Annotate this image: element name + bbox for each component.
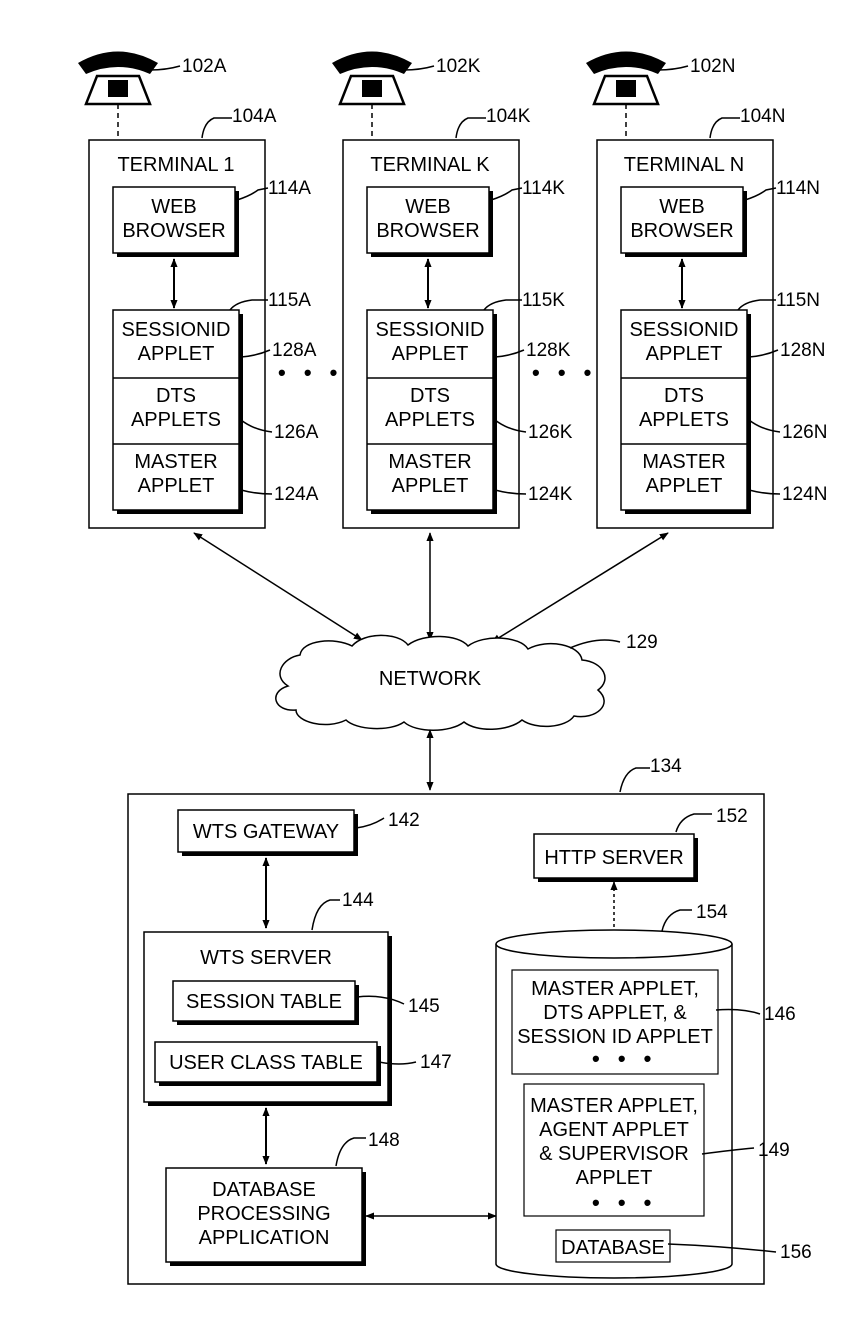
user-class-table-label: USER CLASS TABLE	[169, 1052, 363, 1074]
session-table-ref: 145	[408, 996, 440, 1017]
applet-group-2-ref: 149	[758, 1140, 790, 1161]
server-system-ref: 134	[650, 756, 682, 777]
applet-group-2-ellipsis: • • •	[592, 1190, 657, 1215]
sessionid-applet-ref: 128A	[272, 340, 317, 361]
network-label: NETWORK	[379, 668, 482, 690]
terminal-ref: 104A	[232, 106, 277, 127]
dts-applets-ref: 126N	[782, 422, 827, 443]
database-processing-ref: 148	[368, 1130, 400, 1151]
dts-applets-ref: 126A	[274, 422, 319, 443]
sessionid-applet-ref: 128K	[526, 340, 571, 361]
terminal-k-group: 102K 104K TERMINAL K WEBBROWSER 114K 115…	[332, 52, 573, 529]
terminal-n-network-arrow	[492, 533, 668, 642]
terminal-ref: 104N	[740, 106, 785, 127]
web-browser-ref: 114N	[776, 178, 820, 199]
http-server-label: HTTP SERVER	[544, 847, 683, 869]
applet-group-1-ref: 146	[764, 1004, 796, 1025]
database-ref: 156	[780, 1242, 812, 1263]
terminal-n-group: 102N 104N TERMINAL N WEBBROWSER 114N 115…	[586, 52, 827, 529]
web-browser-ref: 114A	[268, 178, 311, 199]
wts-server-ref: 144	[342, 890, 374, 911]
web-browser-ref: 114K	[522, 178, 565, 199]
terminal-1-group: 102A 104A TERMINAL 1 WEBBROWSER 114A 115…	[78, 52, 319, 529]
master-applet-ref: 124N	[782, 484, 827, 505]
session-table-label: SESSION TABLE	[186, 991, 342, 1013]
applet-stack-ref: 115N	[776, 290, 820, 311]
master-applet-ref: 124K	[528, 484, 573, 505]
http-server-ref: 152	[716, 806, 748, 827]
terminal-ellipsis-1: • • •	[278, 360, 343, 385]
telephone-icon	[586, 52, 666, 141]
wts-server-label: WTS SERVER	[200, 947, 332, 969]
wts-gateway-ref: 142	[388, 810, 420, 831]
phone-ref: 102N	[690, 56, 735, 77]
database-processing-label: DATABASEPROCESSINGAPPLICATION	[197, 1179, 330, 1249]
phone-ref: 102A	[182, 56, 227, 77]
phone-ref: 102K	[436, 56, 481, 77]
telephone-icon	[78, 52, 158, 141]
terminal-title: TERMINAL N	[624, 154, 744, 176]
storage-ref: 154	[696, 902, 728, 923]
master-applet-ref: 124A	[274, 484, 319, 505]
terminal-ref: 104K	[486, 106, 531, 127]
wts-gateway-label: WTS GATEWAY	[193, 821, 339, 843]
terminal-ellipsis-2: • • •	[532, 360, 597, 385]
applet-stack-ref: 115K	[522, 290, 565, 311]
applet-stack-ref: 115A	[268, 290, 311, 311]
applet-group-1-label: MASTER APPLET,DTS APPLET, &SESSION ID AP…	[517, 978, 713, 1048]
terminal-title: TERMINAL K	[370, 154, 490, 176]
terminal-title: TERMINAL 1	[117, 154, 234, 176]
sessionid-applet-ref: 128N	[780, 340, 825, 361]
database-label: DATABASE	[561, 1237, 665, 1259]
dts-applets-ref: 126K	[528, 422, 573, 443]
network-ref: 129	[626, 632, 658, 653]
terminal-1-network-arrow	[194, 533, 362, 640]
user-class-table-ref: 147	[420, 1052, 452, 1073]
applet-group-1-ellipsis: • • •	[592, 1046, 657, 1071]
telephone-icon	[332, 52, 412, 141]
